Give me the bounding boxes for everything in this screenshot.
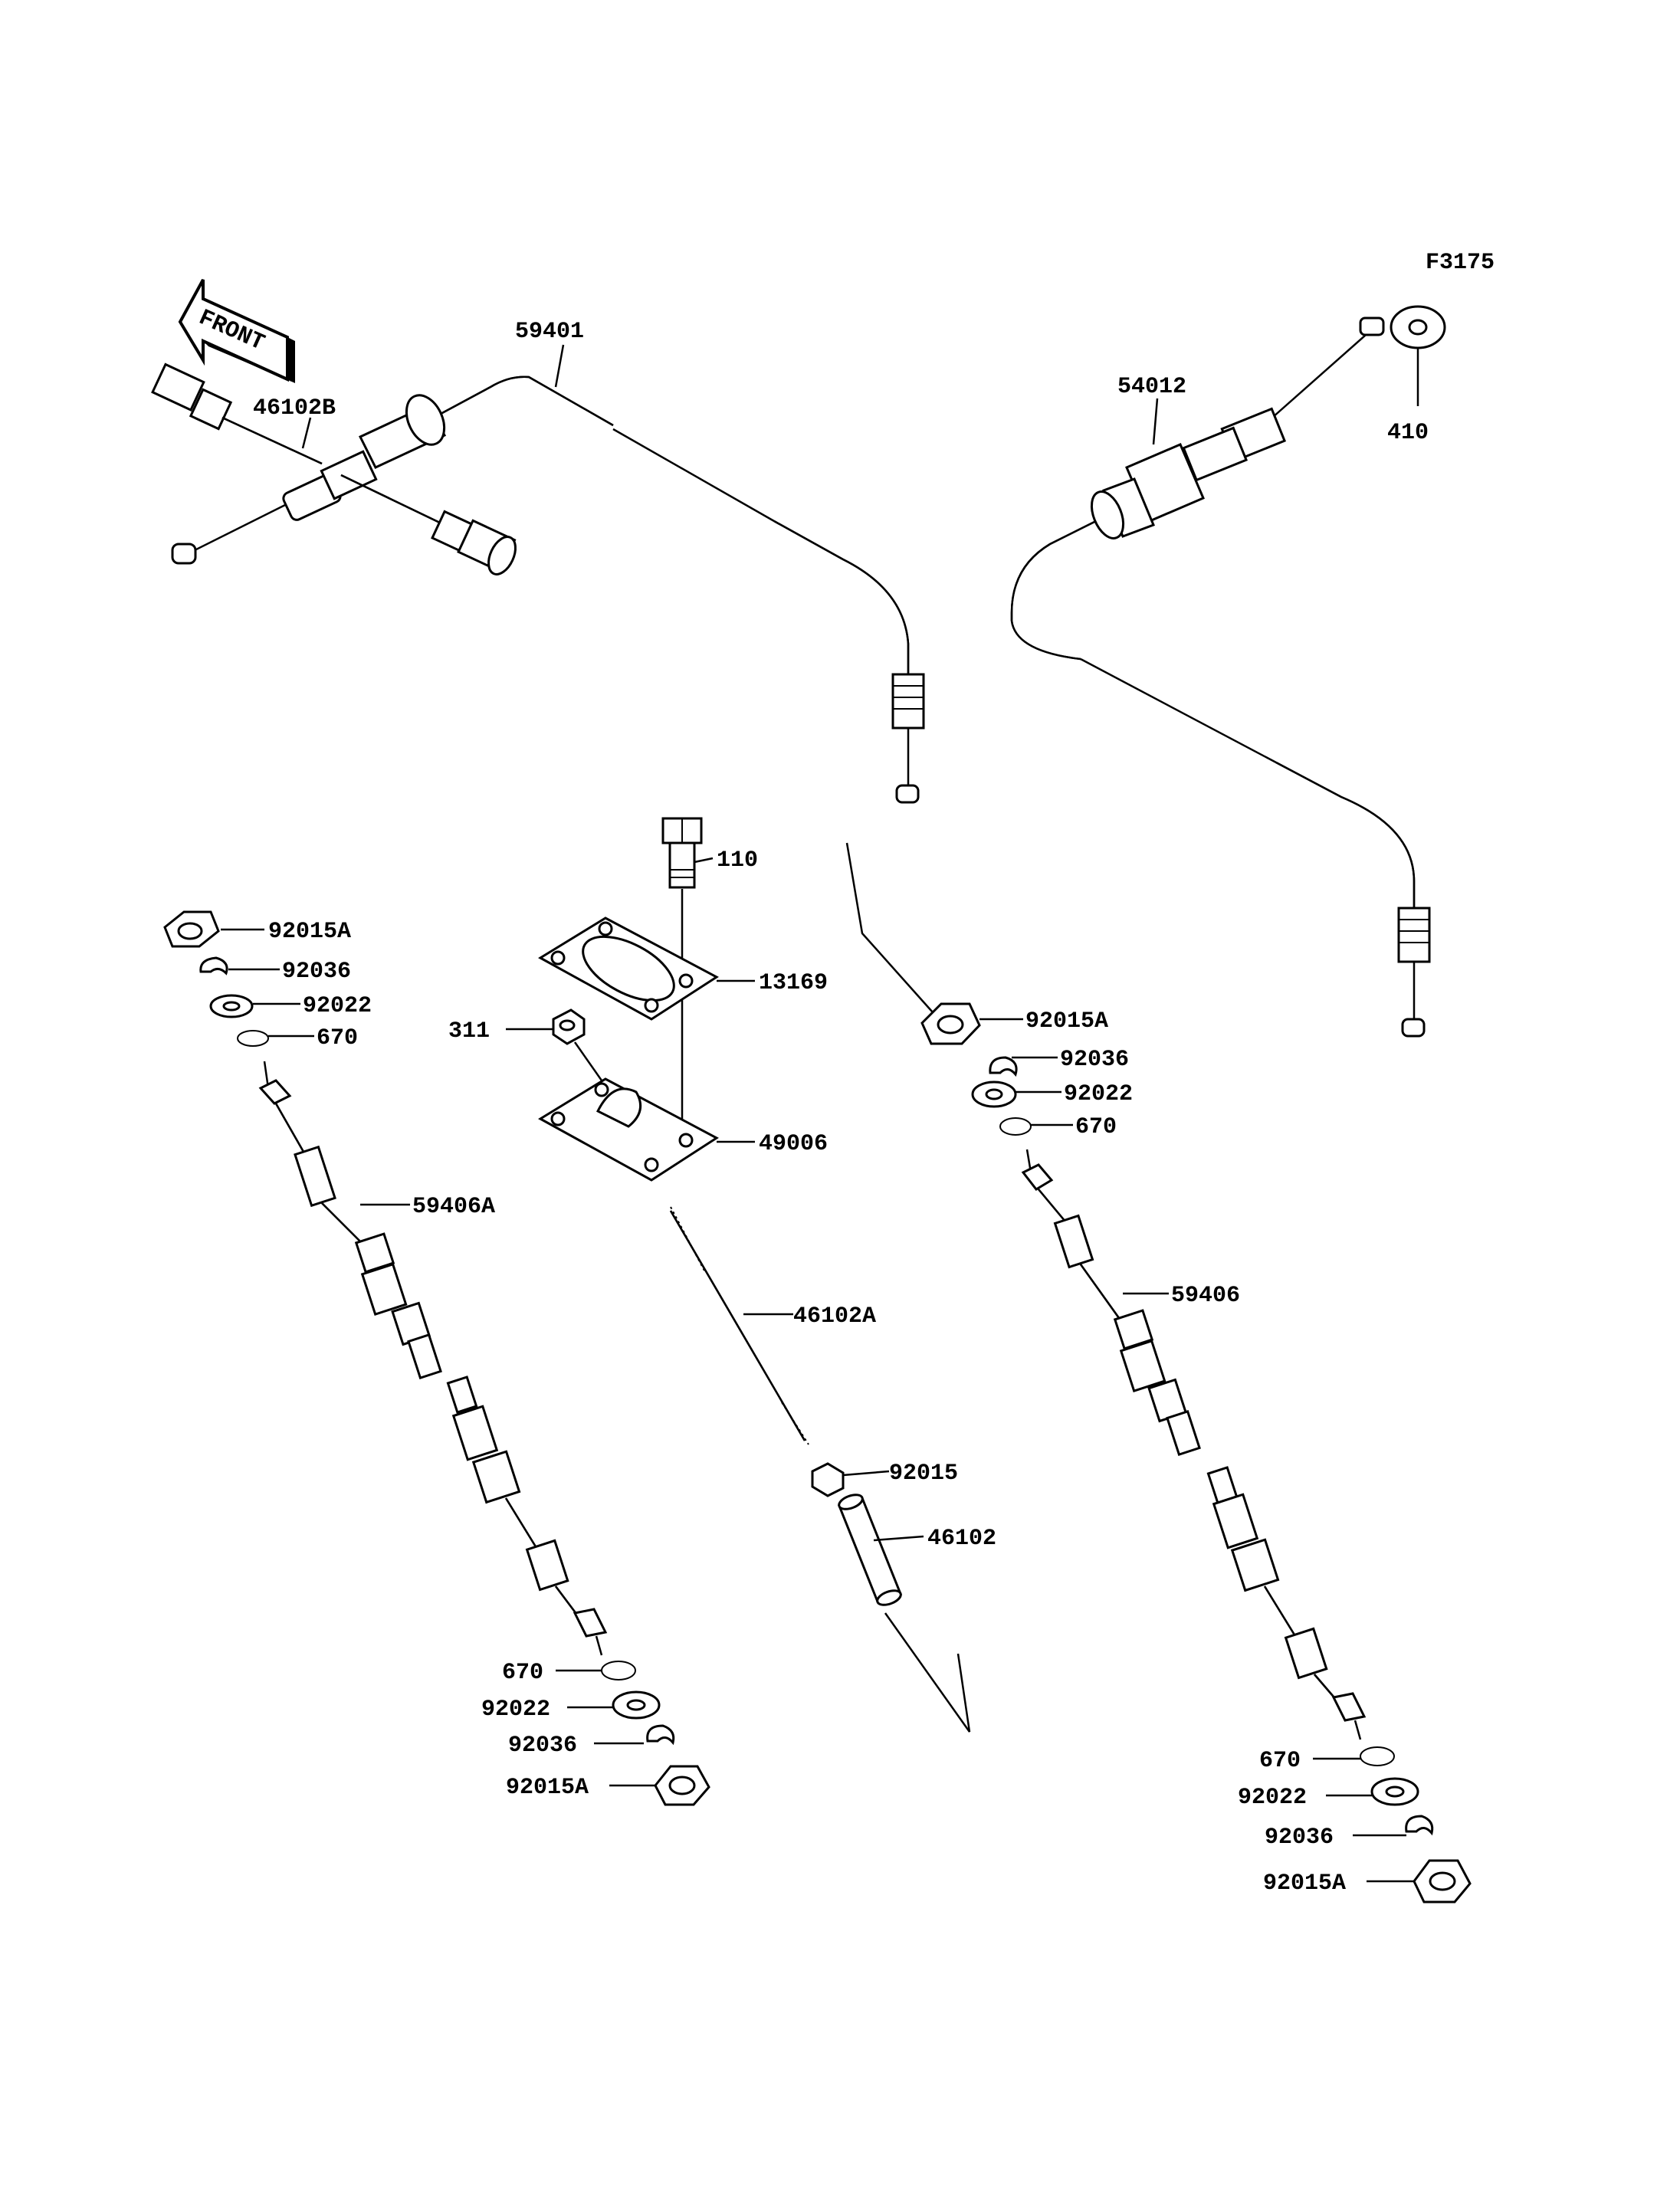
cable-46102B — [151, 362, 517, 575]
callout-59406: 59406 — [1171, 1283, 1240, 1309]
callout-left-bot-92022: 92022 — [481, 1697, 550, 1723]
cable-59406A — [258, 1061, 608, 1656]
callout-46102A: 46102A — [793, 1303, 876, 1330]
break-line-top — [845, 842, 940, 1020]
front-arrow-icon: FRONT — [178, 279, 295, 383]
bolt-110 — [661, 817, 703, 889]
figure-code: F3175 — [1426, 250, 1495, 276]
callout-right-bot-92022: 92022 — [1238, 1785, 1307, 1811]
throttle-cable-59401 — [171, 375, 925, 804]
callout-46102B: 46102B — [253, 395, 336, 421]
callout-right-top-670: 670 — [1075, 1114, 1117, 1140]
callout-left-bot-92036: 92036 — [508, 1733, 577, 1759]
callout-right-top-92022: 92022 — [1064, 1081, 1133, 1107]
callout-right-bot-670: 670 — [1259, 1748, 1301, 1774]
callout-left-top-92036: 92036 — [282, 959, 351, 985]
callout-49006: 49006 — [759, 1131, 828, 1157]
callout-92015: 92015 — [889, 1461, 958, 1487]
choke-cable-54012 — [1010, 305, 1446, 1038]
callout-59406A: 59406A — [412, 1194, 495, 1220]
plate-49006 — [538, 1077, 719, 1182]
callout-410: 410 — [1387, 420, 1429, 446]
callout-54012: 54012 — [1117, 374, 1186, 400]
callout-left-bot-92015A: 92015A — [506, 1775, 589, 1801]
rod-46102A — [669, 1206, 809, 1445]
cable-59406 — [1021, 1149, 1367, 1740]
callout-right-top-92036: 92036 — [1060, 1047, 1129, 1073]
callout-left-top-92015A: 92015A — [268, 919, 351, 945]
right-top-hardware — [920, 1002, 1032, 1136]
callout-311: 311 — [448, 1018, 490, 1044]
left-bottom-hardware — [601, 1661, 710, 1806]
callout-46102: 46102 — [927, 1526, 996, 1552]
left-top-hardware — [163, 910, 269, 1047]
callout-right-bot-92036: 92036 — [1265, 1825, 1334, 1851]
callout-right-top-92015A: 92015A — [1025, 1008, 1108, 1035]
callout-left-bot-670: 670 — [502, 1660, 543, 1686]
gasket-13169 — [538, 917, 719, 1021]
right-bottom-hardware — [1360, 1746, 1472, 1904]
sleeve-46102 — [838, 1494, 902, 1606]
nut-311 — [552, 1008, 586, 1045]
callout-left-top-670: 670 — [317, 1025, 358, 1051]
callout-right-bot-92015A: 92015A — [1263, 1871, 1346, 1897]
callout-110: 110 — [717, 848, 758, 874]
nut-92015 — [811, 1462, 845, 1497]
callout-left-top-92022: 92022 — [303, 993, 372, 1019]
callout-13169: 13169 — [759, 970, 828, 996]
callout-59401: 59401 — [515, 319, 584, 345]
break-line-bottom — [884, 1612, 971, 1733]
